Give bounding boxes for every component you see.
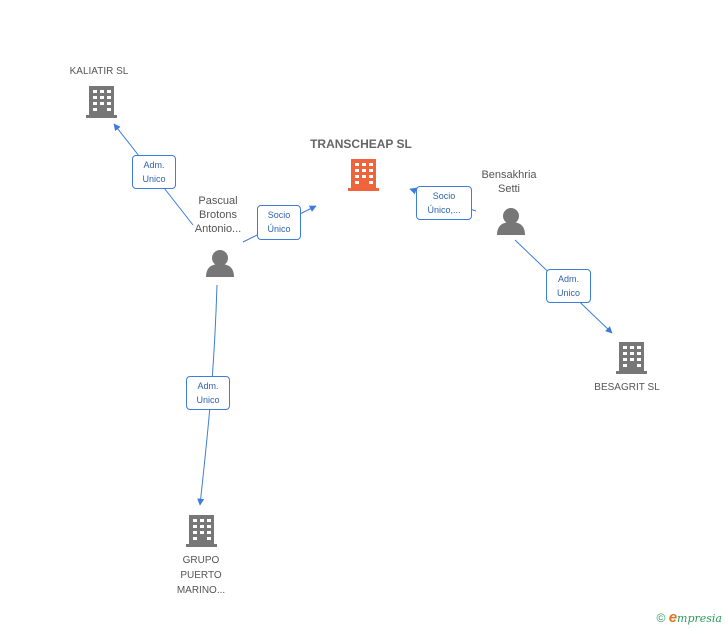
- company-label-grupo[interactable]: GRUPO PUERTO MARINO...: [151, 553, 251, 598]
- company-name[interactable]: BESAGRIT SL: [594, 382, 660, 393]
- person-icon[interactable]: [206, 250, 234, 277]
- edge-label-bensakhria-besagrit: Adm. Unico: [546, 269, 591, 303]
- edge-label-line: Unico: [556, 288, 580, 298]
- building-icon[interactable]: [186, 515, 217, 547]
- building-icon[interactable]: [86, 86, 117, 118]
- building-icon[interactable]: [616, 342, 647, 374]
- main-company-name[interactable]: TRANSCHEAP SL: [310, 137, 412, 151]
- edge-label-pascual-main: Socio Único: [257, 205, 301, 240]
- person-name-line: Pascual: [198, 195, 238, 207]
- company-name[interactable]: KALIATIR SL: [69, 66, 129, 77]
- person-name-line: Brotons: [199, 209, 237, 221]
- person-label-pascual[interactable]: Pascual Brotons Antonio...: [168, 194, 268, 236]
- edge-label-line: Único,...: [427, 205, 461, 215]
- person-name-line: Bensakhria: [481, 169, 537, 181]
- edge-label-line: Adm.: [143, 160, 165, 170]
- edge-label-line: Unico: [142, 174, 166, 184]
- person-name-line: Setti: [497, 183, 520, 195]
- edge-label-line: Adm.: [197, 381, 219, 391]
- copyright-symbol: ©: [656, 611, 666, 625]
- person-icon[interactable]: [497, 208, 525, 235]
- person-name-line: Antonio...: [194, 223, 242, 235]
- company-name-line: MARINO...: [176, 585, 226, 596]
- company-label-kaliatir[interactable]: KALIATIR SL: [49, 64, 149, 79]
- edge-label-line: Adm.: [557, 274, 579, 284]
- edge-label-bensakhria-main: Socio Único,...: [416, 186, 472, 220]
- edge-label-line: Socio: [267, 210, 291, 220]
- edge-label-line: Único: [267, 224, 291, 234]
- edge-label-pascual-grupo: Adm. Unico: [186, 376, 230, 410]
- company-name-line: PUERTO: [180, 570, 222, 581]
- main-building-icon[interactable]: [348, 159, 379, 191]
- brand-name: mpresia: [677, 612, 722, 625]
- main-company-label[interactable]: TRANSCHEAP SL: [300, 137, 422, 151]
- edge-label-pascual-kaliatir: Adm. Unico: [132, 155, 176, 189]
- brand-initial: e: [668, 609, 678, 626]
- person-label-bensakhria[interactable]: Bensakhria Setti: [459, 168, 559, 196]
- empresia-logo[interactable]: © empresia: [657, 609, 723, 626]
- edge-label-line: Socio: [432, 191, 456, 201]
- company-name-line: GRUPO: [182, 555, 220, 566]
- company-label-besagrit[interactable]: BESAGRIT SL: [577, 380, 677, 395]
- edge-label-line: Unico: [196, 395, 220, 405]
